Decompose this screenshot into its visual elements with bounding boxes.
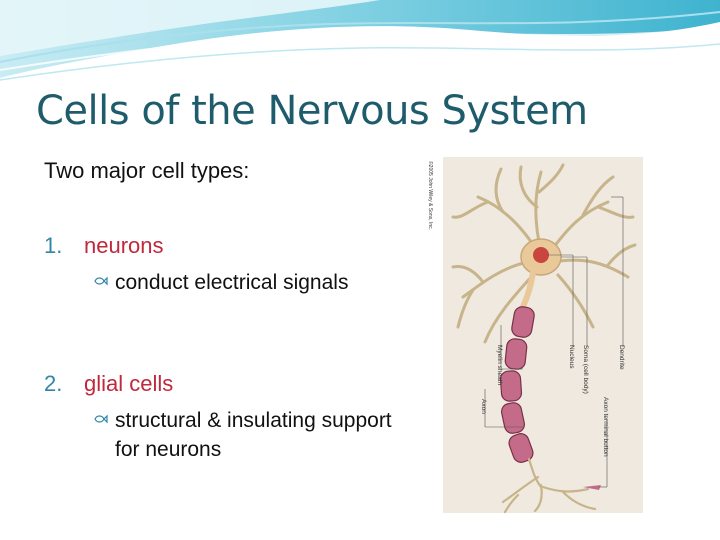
neuron-diagram: ©2005 John Wiley & Sons, Inc. bbox=[423, 157, 645, 517]
sub-bullet-neurons: conduct electrical signals bbox=[94, 268, 394, 297]
list-item-glial-cells: 2. glial cells bbox=[44, 371, 173, 397]
list-number: 2. bbox=[44, 371, 63, 396]
label-axon-terminal: Axon terminal button bbox=[602, 397, 609, 457]
list-item-neurons: 1. neurons bbox=[44, 233, 164, 259]
label-dendrites: Dendrite bbox=[618, 345, 625, 370]
list-label: neurons bbox=[84, 233, 164, 258]
sub-bullet-text: conduct electrical signals bbox=[115, 271, 349, 294]
sub-bullet-glial: structural & insulating support for neur… bbox=[94, 406, 394, 464]
list-label: glial cells bbox=[84, 371, 174, 396]
axon-terminal-shape bbox=[501, 457, 597, 514]
axon-hillock bbox=[520, 271, 536, 309]
figure-copyright: ©2005 John Wiley & Sons, Inc. bbox=[427, 161, 434, 230]
label-myelin-sheath: Myelin sheath bbox=[496, 345, 503, 385]
fish-bullet-icon bbox=[94, 414, 108, 424]
dendrites-shape bbox=[451, 163, 637, 344]
nucleus-shape bbox=[533, 247, 549, 263]
label-leader-lines bbox=[484, 196, 624, 488]
list-number: 1. bbox=[44, 233, 63, 258]
intro-text: Two major cell types: bbox=[44, 158, 250, 183]
slide-title: Cells of the Nervous System bbox=[36, 88, 588, 134]
figure-background bbox=[443, 157, 643, 513]
label-nucleus: Nucleus bbox=[568, 345, 575, 369]
label-soma: Soma (cell body) bbox=[582, 345, 589, 394]
terminal-button-shape bbox=[583, 485, 601, 490]
label-axon: Axon bbox=[480, 399, 487, 414]
header-wave-decoration bbox=[0, 0, 720, 81]
fish-bullet-icon bbox=[94, 276, 108, 286]
sub-bullet-text: structural & insulating support for neur… bbox=[115, 409, 392, 461]
myelin-sheath-shape bbox=[499, 306, 535, 463]
